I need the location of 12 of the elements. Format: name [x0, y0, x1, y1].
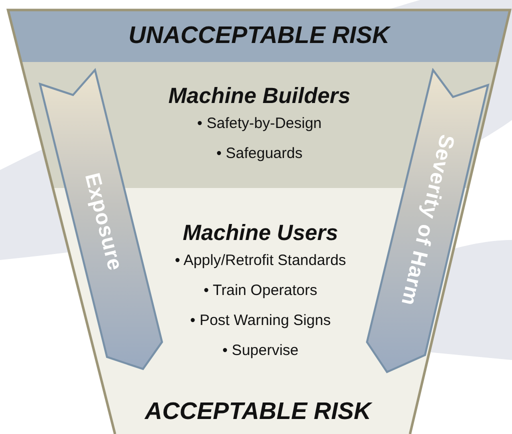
- band-heading: UNACCEPTABLE RISK: [128, 22, 390, 50]
- arrow-label: Severity of Harm: [396, 132, 458, 308]
- bullet-item: • Post Warning Signs: [190, 311, 331, 331]
- band-heading: Machine Users: [182, 220, 338, 246]
- bullet-item: • Safeguards: [216, 144, 302, 164]
- bullet-item: • Train Operators: [204, 281, 318, 301]
- bullet-item: • Safety-by-Design: [197, 114, 322, 134]
- risk-label: ACCEPTABLE RISK: [144, 398, 372, 426]
- band-heading: Machine Builders: [168, 83, 350, 109]
- arrow-label: Exposure: [79, 170, 127, 274]
- bullet-item: • Apply/Retrofit Standards: [174, 251, 346, 271]
- bullet-item: • Supervise: [222, 341, 299, 361]
